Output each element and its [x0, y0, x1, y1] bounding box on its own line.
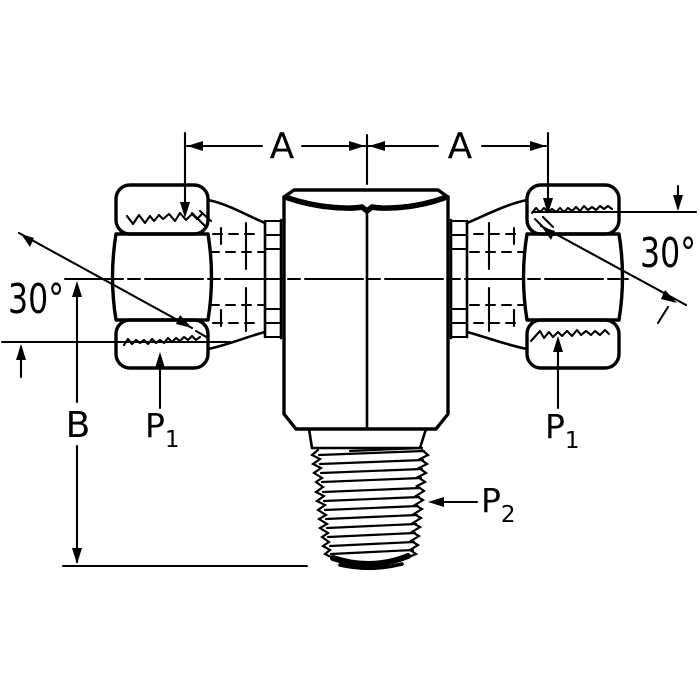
left-sleeve: [206, 198, 283, 351]
angle-left-line: [17, 231, 194, 330]
angle-left-tick: [194, 329, 210, 340]
right-collar-ribs: [449, 219, 469, 339]
p2-label: P2: [481, 481, 516, 528]
right-cone-top-edge: [465, 198, 529, 225]
dim-a-left-label: A: [270, 126, 295, 167]
left-nut-seat-hatch: [190, 209, 213, 229]
left-nut-top-face: [114, 183, 210, 236]
stud-shoulder: [307, 427, 428, 450]
body-top-chamfer-arcs: [285, 195, 447, 214]
p1-right-label: P1: [545, 407, 580, 454]
thread-bottom-shadow: [338, 562, 404, 571]
dim-a-arrow-center-right: [369, 141, 385, 151]
dim-b-arrow-top: [72, 281, 82, 297]
left-face-arrow: [16, 344, 26, 360]
angle-right-line: [539, 224, 688, 307]
dim-a-right-label: A: [448, 126, 473, 167]
right-hidden-thread-depth: [487, 221, 516, 333]
thread-right-crests: [407, 448, 430, 559]
dim-a-arrow-down-right: [543, 198, 553, 214]
dim-a-arrow-center-left: [349, 141, 365, 151]
angle-left-arrow-outer: [21, 234, 34, 247]
left-swivel-nut: [110, 183, 214, 370]
thread-bottom-edge: [330, 553, 411, 568]
angle-left-arrow-inner: [176, 315, 192, 328]
tee-hex-body: [282, 188, 450, 431]
dim-a-arrow-outer-right: [530, 141, 546, 151]
angle-right: 30°: [531, 184, 698, 325]
thread-helix-lines: [317, 446, 426, 556]
left-cone-top-edge: [206, 198, 267, 225]
dim-a-arrow-outer-left: [187, 141, 203, 151]
dim-b: B: [61, 281, 309, 568]
angle-left: 30°: [0, 231, 232, 379]
left-nut-bottom-knurl: [122, 334, 202, 347]
right-nut-bottom-knurl: [529, 328, 611, 343]
angle-right-tick: [656, 305, 670, 325]
dim-a: A A: [180, 126, 553, 218]
angle-right-arrow-inner: [542, 227, 555, 240]
p1-left-arrow: [155, 352, 165, 368]
dim-b-arrow-bottom: [72, 548, 82, 564]
angle-left-label: 30°: [8, 275, 64, 323]
left-nut-middle-face: [110, 232, 214, 322]
dim-b-label: B: [66, 405, 91, 446]
body-top-edge: [282, 188, 450, 199]
left-hidden-thread-lines: [209, 233, 266, 324]
fitting-body: [110, 183, 625, 571]
p1-left-label: P1: [145, 406, 180, 453]
male-thread-stud: [307, 427, 430, 571]
left-nut-top-knurl: [125, 211, 204, 226]
right-face-arrow: [673, 195, 683, 211]
right-hidden-thread-lines: [469, 233, 526, 324]
port-callouts: P1 P1 P2: [145, 336, 580, 528]
right-nut-middle-face: [521, 232, 625, 322]
right-cone-bottom-edge: [465, 330, 529, 351]
p2-arrow: [428, 497, 444, 507]
dim-a-arrow-down-left: [180, 202, 190, 218]
angle-right-arrow-outer: [661, 290, 677, 303]
left-hidden-thread-depth: [219, 221, 248, 333]
angle-right-label: 30°: [640, 229, 696, 277]
p1-right-arrow: [553, 336, 563, 352]
left-collar-ribs: [263, 219, 283, 339]
left-cone-bottom-edge: [206, 330, 267, 351]
right-sleeve: [449, 198, 529, 351]
thread-left-crests: [310, 448, 333, 559]
right-nut-bottom-face: [525, 318, 621, 370]
